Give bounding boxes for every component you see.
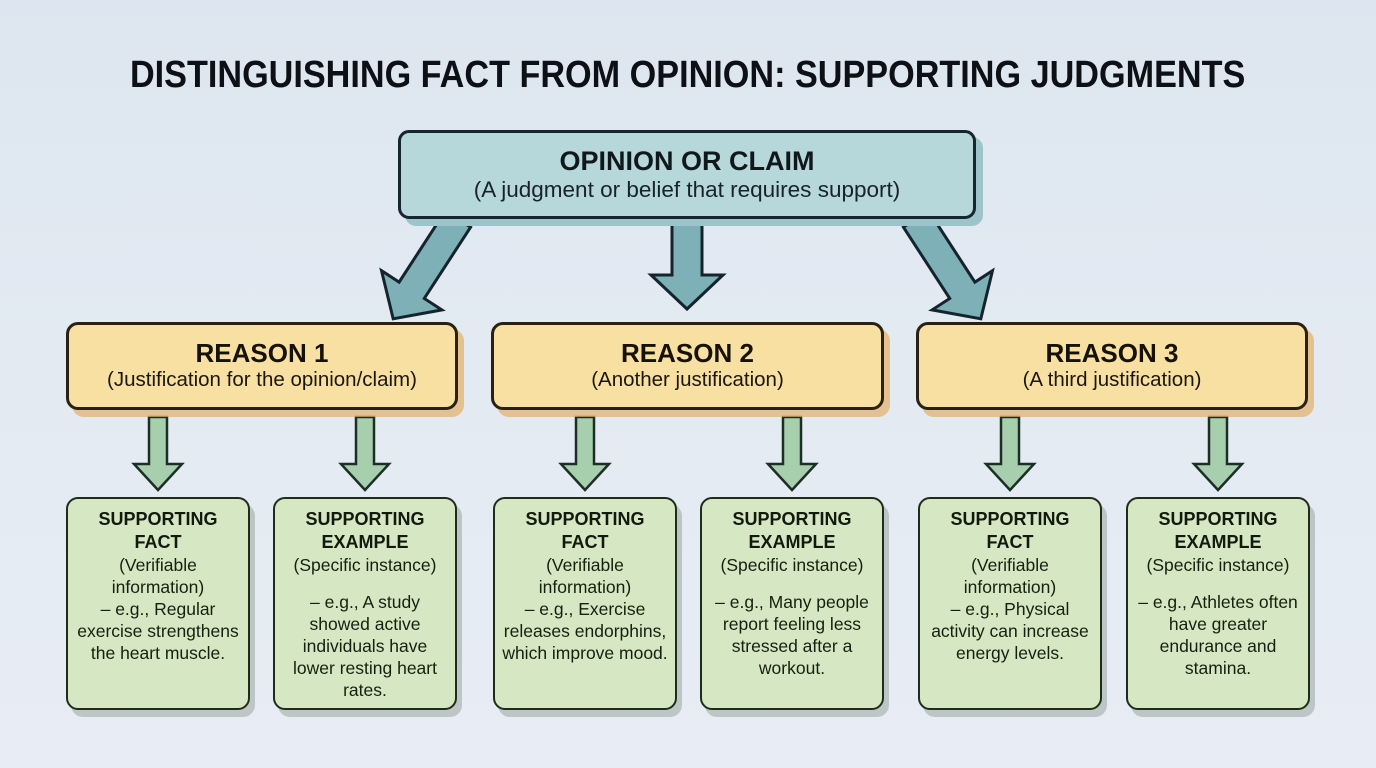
page-title: DISTINGUISHING FACT FROM OPINION: SUPPOR… bbox=[0, 54, 1376, 97]
reason-1-subtitle: (Justification for the opinion/claim) bbox=[107, 368, 417, 391]
supporting-fact-2-subtitle: (Verifiable information) bbox=[538, 555, 632, 598]
supporting-fact-3-heading: SUPPORTING FACT bbox=[950, 509, 1070, 553]
arrow-reason2-to-fact bbox=[558, 415, 612, 492]
supporting-example-2-box: SUPPORTING EXAMPLE (Specific instance) –… bbox=[700, 497, 884, 710]
supporting-fact-1-body: – e.g., Regular exercise strengthens the… bbox=[77, 599, 239, 664]
arrow-opinion-to-reason-2 bbox=[647, 216, 727, 312]
opinion-claim-heading: OPINION OR CLAIM bbox=[559, 146, 815, 177]
reason-1-heading: REASON 1 bbox=[195, 338, 329, 369]
opinion-claim-subtitle: (A judgment or belief that requires supp… bbox=[473, 176, 901, 202]
supporting-fact-2-body: – e.g., Exercise releases endorphins, wh… bbox=[502, 599, 668, 664]
arrow-reason1-to-example bbox=[338, 415, 392, 492]
arrow-reason1-to-fact bbox=[131, 415, 185, 492]
supporting-fact-1-box: SUPPORTING FACT (Verifiable information)… bbox=[66, 497, 250, 710]
supporting-fact-3-body: – e.g., Physical activity can increase e… bbox=[931, 599, 1089, 664]
supporting-fact-1-subtitle: (Verifiable information) bbox=[111, 555, 205, 598]
reason-2-heading: REASON 2 bbox=[621, 338, 754, 369]
supporting-example-1-heading: SUPPORTING EXAMPLE bbox=[305, 509, 425, 553]
supporting-example-1-box: SUPPORTING EXAMPLE (Specific instance) –… bbox=[273, 497, 457, 710]
supporting-fact-1-heading: SUPPORTING FACT bbox=[98, 509, 218, 553]
supporting-example-3-box: SUPPORTING EXAMPLE (Specific instance) –… bbox=[1126, 497, 1310, 710]
reason-3-heading: REASON 3 bbox=[1045, 338, 1179, 369]
supporting-fact-2-box: SUPPORTING FACT (Verifiable information)… bbox=[493, 497, 677, 710]
page-title-text: DISTINGUISHING FACT FROM OPINION: SUPPOR… bbox=[130, 54, 1246, 96]
reason-2-box: REASON 2 (Another justification) bbox=[491, 322, 884, 410]
supporting-example-1-subtitle: (Specific instance) bbox=[293, 555, 437, 576]
arrow-opinion-to-reason-3 bbox=[901, 208, 995, 321]
arrow-opinion-to-reason-1 bbox=[379, 208, 473, 321]
supporting-fact-2-heading: SUPPORTING FACT bbox=[525, 509, 645, 553]
supporting-example-2-subtitle: (Specific instance) bbox=[720, 555, 864, 576]
supporting-fact-3-subtitle: (Verifiable information) bbox=[963, 555, 1057, 598]
opinion-claim-box: OPINION OR CLAIM (A judgment or belief t… bbox=[398, 130, 976, 219]
arrow-reason3-to-fact bbox=[983, 415, 1037, 492]
supporting-example-3-body: – e.g., Athletes often have greater endu… bbox=[1138, 592, 1298, 679]
supporting-example-2-heading: SUPPORTING EXAMPLE bbox=[732, 509, 852, 553]
reason-1-box: REASON 1 (Justification for the opinion/… bbox=[66, 322, 458, 410]
reason-3-box: REASON 3 (A third justification) bbox=[916, 322, 1308, 410]
arrow-reason2-to-example bbox=[765, 415, 819, 492]
arrow-reason3-to-example bbox=[1191, 415, 1245, 492]
supporting-example-3-subtitle: (Specific instance) bbox=[1146, 555, 1290, 576]
supporting-example-3-heading: SUPPORTING EXAMPLE bbox=[1158, 509, 1278, 553]
reason-2-subtitle: (Another justification) bbox=[591, 368, 784, 391]
supporting-example-2-body: – e.g., Many people report feeling less … bbox=[715, 592, 869, 679]
supporting-fact-3-box: SUPPORTING FACT (Verifiable information)… bbox=[918, 497, 1102, 710]
supporting-example-1-body: – e.g., A study showed active individual… bbox=[293, 592, 437, 701]
reason-3-subtitle: (A third justification) bbox=[1022, 368, 1202, 391]
